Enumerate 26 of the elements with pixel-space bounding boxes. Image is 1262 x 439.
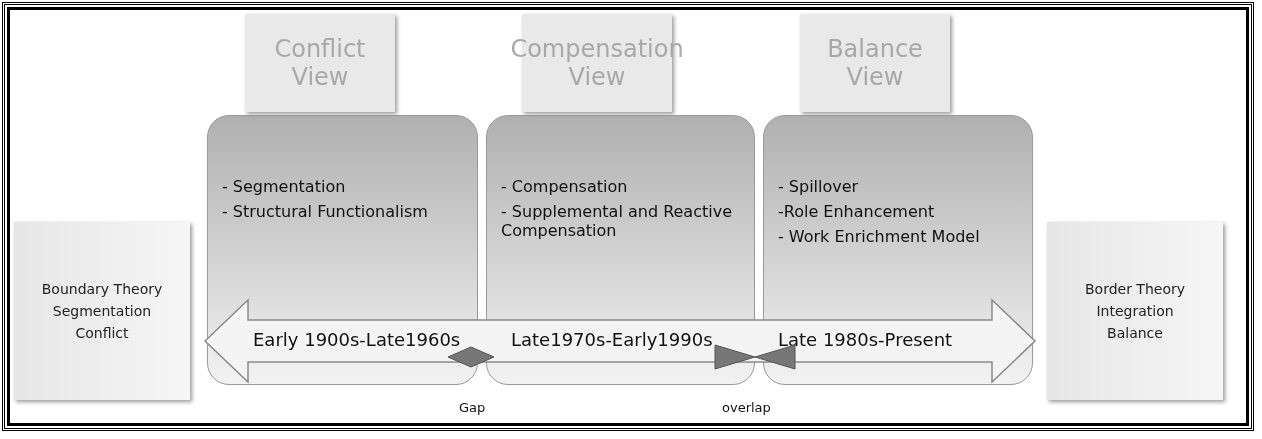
list-item: - Compensation — [501, 177, 628, 196]
view-title: Compensation View — [510, 35, 684, 91]
theory-text: Balance — [1107, 325, 1163, 341]
list-item: -Role Enhancement — [778, 202, 935, 221]
theory-box — [1047, 222, 1223, 400]
view-heading-box — [800, 14, 950, 112]
marker-label: overlap — [722, 400, 771, 415]
list-item: - Structural Functionalism — [222, 202, 428, 221]
theory-text: Border Theory — [1085, 281, 1185, 297]
theory-text: Boundary Theory — [41, 281, 163, 297]
theory-text: Conflict — [75, 325, 129, 341]
view-title: Conflict View — [273, 35, 367, 91]
theory-box — [14, 222, 190, 400]
view-title: Balance View — [826, 35, 924, 91]
list-item: - Segmentation — [222, 177, 346, 196]
marker-label: Gap — [459, 400, 486, 415]
view-heading-box — [245, 14, 395, 112]
theory-text: Integration — [1096, 303, 1174, 319]
period-label: Late1970s-Early1990s — [511, 329, 713, 350]
list-item: - Supplemental and Reactive Compensation — [501, 202, 733, 240]
period-label: Late 1980s-Present — [778, 329, 953, 350]
list-item: - Spillover — [778, 177, 859, 196]
timeline-band — [203, 298, 1037, 384]
period-label: Early 1900s-Late1960s — [253, 329, 461, 350]
list-item: - Work Enrichment Model — [778, 227, 980, 246]
theory-text: Segmentation — [52, 303, 152, 319]
